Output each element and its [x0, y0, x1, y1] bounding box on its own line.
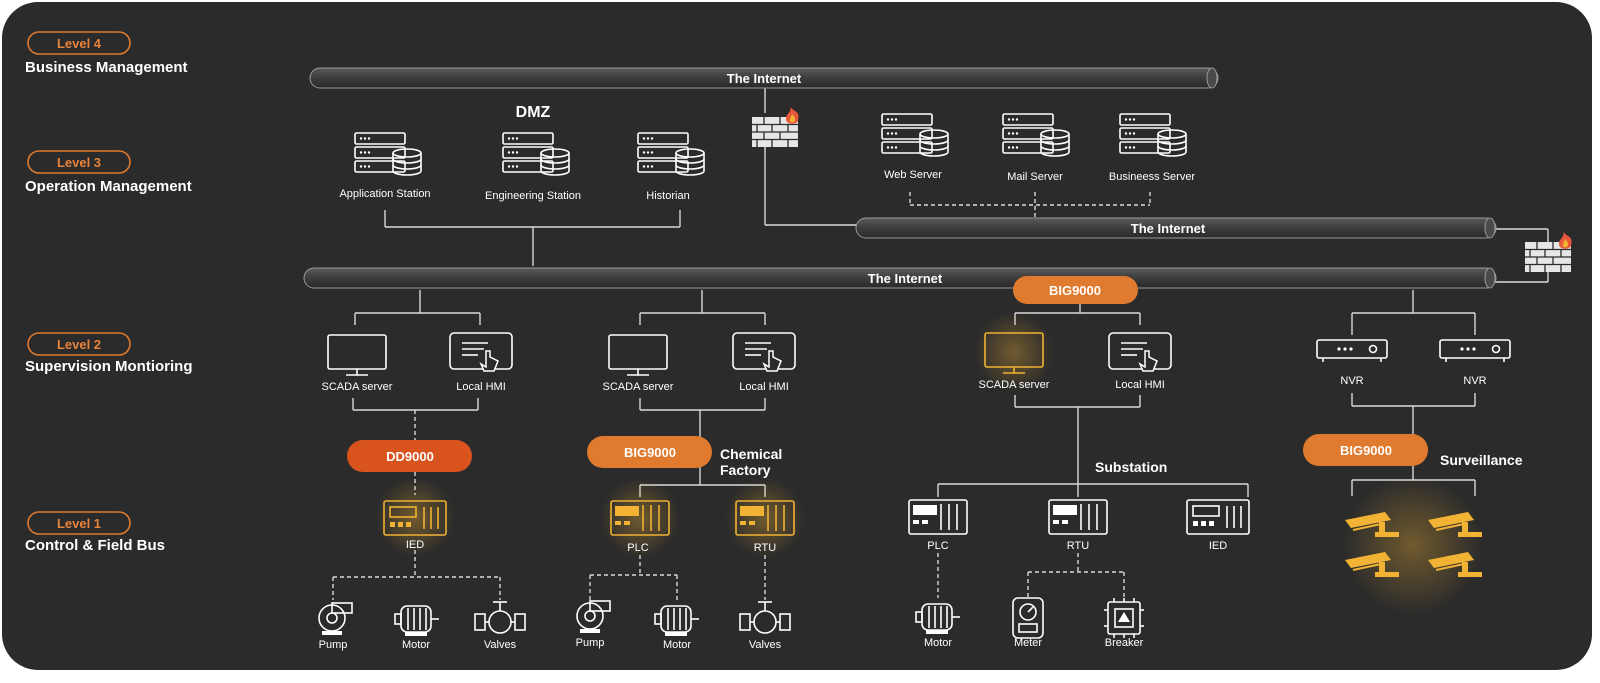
local-hmi-label: Local HMI: [739, 381, 789, 393]
scada-server-label: SCADA server: [322, 381, 393, 393]
big9000-main-label: BIG9000: [1049, 283, 1101, 298]
highlight-glow: [974, 312, 1054, 392]
internet-bus-middle-label: The Internet: [1131, 221, 1206, 236]
big9000-main-badge: BIG9000: [1013, 276, 1138, 304]
level-3-label: Level 3 Operation Management: [25, 150, 192, 195]
valves-label: Valves: [484, 639, 517, 651]
nvr-label: NVR: [1463, 375, 1486, 387]
scada-server-label: SCADA server: [979, 379, 1050, 391]
pump-label: Pump: [319, 639, 348, 651]
internet-bus-top-label: The Internet: [727, 71, 802, 86]
level-4-label: Level 4 Business Management: [25, 31, 188, 76]
server-label-application-station: Application Station: [339, 188, 430, 200]
internet-bus-main: The Internet: [303, 267, 1497, 289]
server-label-historian: Historian: [646, 190, 689, 202]
highlight-glow: [725, 478, 805, 558]
zone-title-surveillance: Surveillance: [1440, 452, 1523, 468]
big9000-surveillance-badge: BIG9000: [1303, 434, 1428, 466]
level-1-name: Control & Field Bus: [25, 537, 165, 554]
level-3-name: Operation Management: [25, 178, 192, 195]
ied-label: IED: [406, 539, 424, 551]
level-2-label: Level 2 Supervision Montioring: [25, 332, 193, 375]
server-label-engineering-station: Engineering Station: [485, 190, 581, 202]
dd9000-badge: DD9000: [347, 440, 472, 472]
ied-label: IED: [1209, 540, 1227, 552]
level-2-name: Supervision Montioring: [25, 358, 193, 375]
big9000-chemical-badge: BIG9000: [587, 436, 712, 468]
big9000-surveillance-label: BIG9000: [1340, 443, 1392, 458]
local-hmi-label: Local HMI: [1115, 379, 1165, 391]
motor-label: Motor: [402, 639, 430, 651]
server-label-mail: Mail Server: [1007, 171, 1063, 183]
highlight-glow: [600, 478, 680, 558]
zone-title-chemical: Chemical: [720, 446, 782, 462]
big9000-chemical-label: BIG9000: [624, 445, 676, 460]
level-4-name: Business Management: [25, 59, 188, 76]
meter-label: Meter: [1014, 637, 1042, 649]
server-label-web: Web Server: [884, 169, 942, 181]
plc-label: PLC: [927, 540, 948, 552]
nvr-label: NVR: [1340, 375, 1363, 387]
breaker-label: Breaker: [1105, 637, 1144, 649]
dd9000-label: DD9000: [386, 449, 434, 464]
valves-label: Valves: [749, 639, 782, 651]
rtu-label: RTU: [754, 542, 776, 554]
plc-label: PLC: [627, 542, 648, 554]
internet-bus-top: The Internet: [309, 67, 1219, 89]
server-label-business: Busineess Server: [1109, 171, 1196, 183]
internet-bus-main-label: The Internet: [868, 271, 943, 286]
zone-title-substation: Substation: [1095, 459, 1167, 475]
motor-label: Motor: [924, 637, 952, 649]
internet-bus-middle: The Internet: [855, 217, 1497, 239]
level-4-badge: Level 4: [57, 36, 102, 51]
zone-title-factory: Factory: [720, 462, 771, 478]
scada-server-label: SCADA server: [603, 381, 674, 393]
local-hmi-label: Local HMI: [456, 381, 506, 393]
pump-label: Pump: [576, 637, 605, 649]
rtu-label: RTU: [1067, 540, 1089, 552]
level-1-label: Level 1 Control & Field Bus: [25, 511, 165, 554]
level-3-badge: Level 3: [57, 155, 101, 170]
motor-label: Motor: [663, 639, 691, 651]
highlight-glow: [1343, 475, 1483, 615]
level-1-badge: Level 1: [57, 516, 101, 531]
level-2-badge: Level 2: [57, 337, 101, 352]
dmz-title: DMZ: [516, 104, 551, 121]
